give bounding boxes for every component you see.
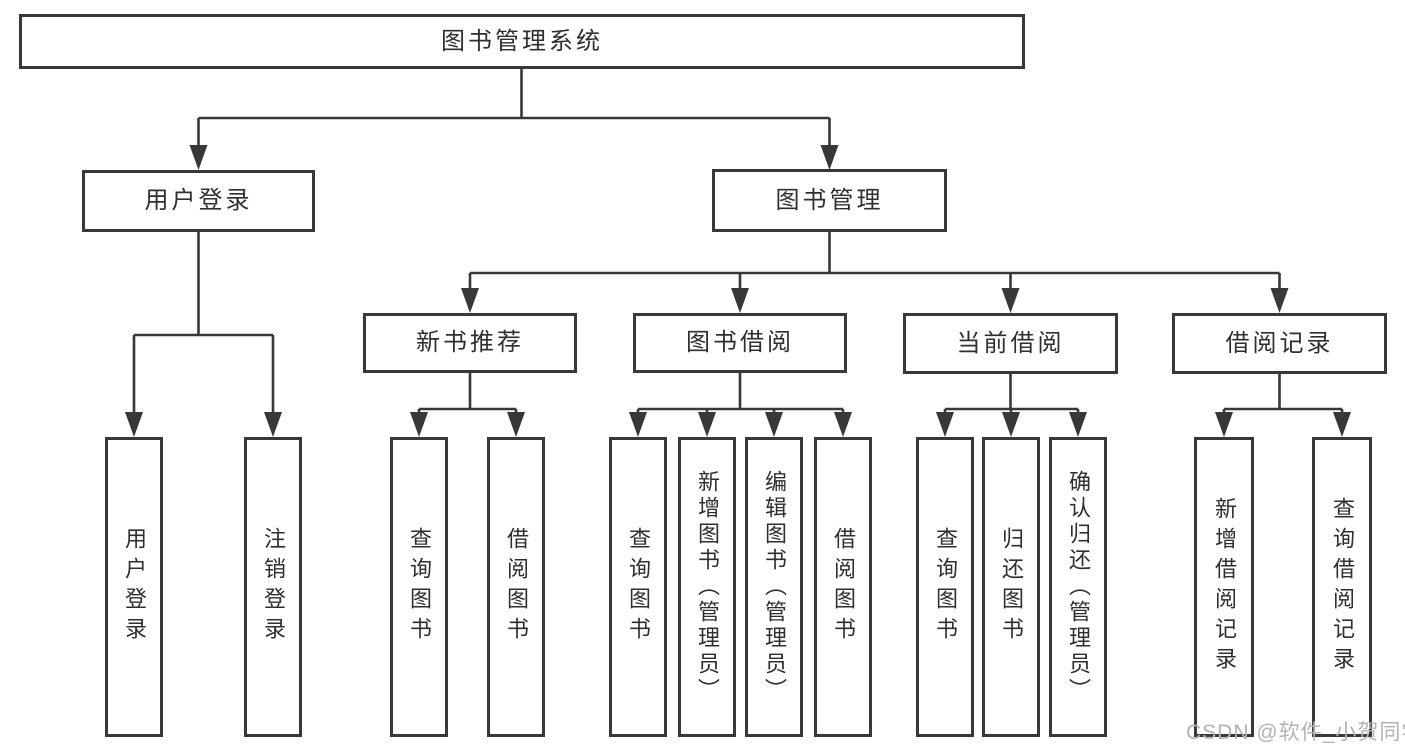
leaf-current-return-books-label: 归还图书 bbox=[999, 527, 1024, 647]
leaf-borrowing-borrow-books: 借阅图书 bbox=[814, 437, 872, 737]
node-current-borrowing: 当前借阅 bbox=[903, 313, 1118, 374]
leaf-records-add-record-label: 新增借阅记录 bbox=[1212, 497, 1237, 677]
leaf-records-query-record-label: 查询借阅记录 bbox=[1330, 497, 1355, 677]
connector-borrowing-records-branch bbox=[1222, 374, 1344, 414]
node-current-borrowing-label: 当前借阅 bbox=[956, 329, 1065, 357]
node-borrowing-records: 借阅记录 bbox=[1172, 313, 1387, 374]
connector-current-borrowing-branch bbox=[943, 374, 1080, 414]
node-system-root: 图书管理系统 bbox=[19, 14, 1025, 69]
leaf-user-login: 用户登录 bbox=[105, 437, 163, 737]
leaf-borrowing-edit-books-admin-label: 编辑图书（管理员） bbox=[762, 470, 787, 704]
node-user-login-label: 用户登录 bbox=[144, 187, 253, 214]
node-book-borrowing-label: 图书借阅 bbox=[686, 329, 794, 356]
leaf-logout: 注销登录 bbox=[244, 437, 302, 737]
leaf-newbook-borrow-books: 借阅图书 bbox=[487, 437, 545, 737]
leaf-borrowing-borrow-books-label: 借阅图书 bbox=[831, 527, 856, 647]
connector-user-login-branch bbox=[132, 232, 275, 414]
node-borrowing-records-label: 借阅记录 bbox=[1225, 329, 1334, 357]
csdn-watermark: CSDN @软件_小贺同学 bbox=[1186, 721, 1405, 744]
leaf-borrowing-query-books: 查询图书 bbox=[609, 437, 667, 737]
leaf-borrowing-edit-books-admin: 编辑图书（管理员） bbox=[745, 437, 803, 737]
connector-root-to-level2 bbox=[197, 69, 831, 147]
node-book-management: 图书管理 bbox=[712, 169, 947, 232]
node-new-book-recommendation-label: 新书推荐 bbox=[416, 329, 524, 356]
leaf-logout-label: 注销登录 bbox=[261, 527, 286, 647]
leaf-current-query-books: 查询图书 bbox=[916, 437, 974, 737]
leaf-newbook-query-books: 查询图书 bbox=[390, 437, 448, 737]
leaf-borrowing-add-books-admin: 新增图书（管理员） bbox=[678, 437, 736, 737]
node-book-management-label: 图书管理 bbox=[775, 186, 884, 214]
leaf-records-add-record: 新增借阅记录 bbox=[1194, 437, 1254, 737]
leaf-current-return-books: 归还图书 bbox=[982, 437, 1040, 737]
leaf-current-confirm-return-admin-label: 确认归还（管理员） bbox=[1066, 470, 1091, 704]
connector-book-borrowing-branch bbox=[636, 373, 845, 414]
connector-new-book-branch bbox=[417, 373, 518, 414]
leaf-newbook-query-books-label: 查询图书 bbox=[407, 527, 432, 647]
leaf-records-query-record: 查询借阅记录 bbox=[1312, 437, 1372, 737]
leaf-newbook-borrow-books-label: 借阅图书 bbox=[504, 527, 529, 647]
node-user-login: 用户登录 bbox=[82, 170, 315, 232]
leaf-current-query-books-label: 查询图书 bbox=[933, 527, 958, 647]
connector-book-management-branch bbox=[468, 232, 1281, 290]
node-book-borrowing: 图书借阅 bbox=[633, 313, 847, 373]
node-system-root-label: 图书管理系统 bbox=[441, 27, 603, 55]
leaf-borrowing-query-books-label: 查询图书 bbox=[626, 527, 651, 647]
leaf-current-confirm-return-admin: 确认归还（管理员） bbox=[1049, 437, 1107, 737]
leaf-borrowing-add-books-admin-label: 新增图书（管理员） bbox=[695, 470, 720, 704]
leaf-user-login-label: 用户登录 bbox=[122, 527, 147, 647]
node-new-book-recommendation: 新书推荐 bbox=[363, 313, 577, 373]
